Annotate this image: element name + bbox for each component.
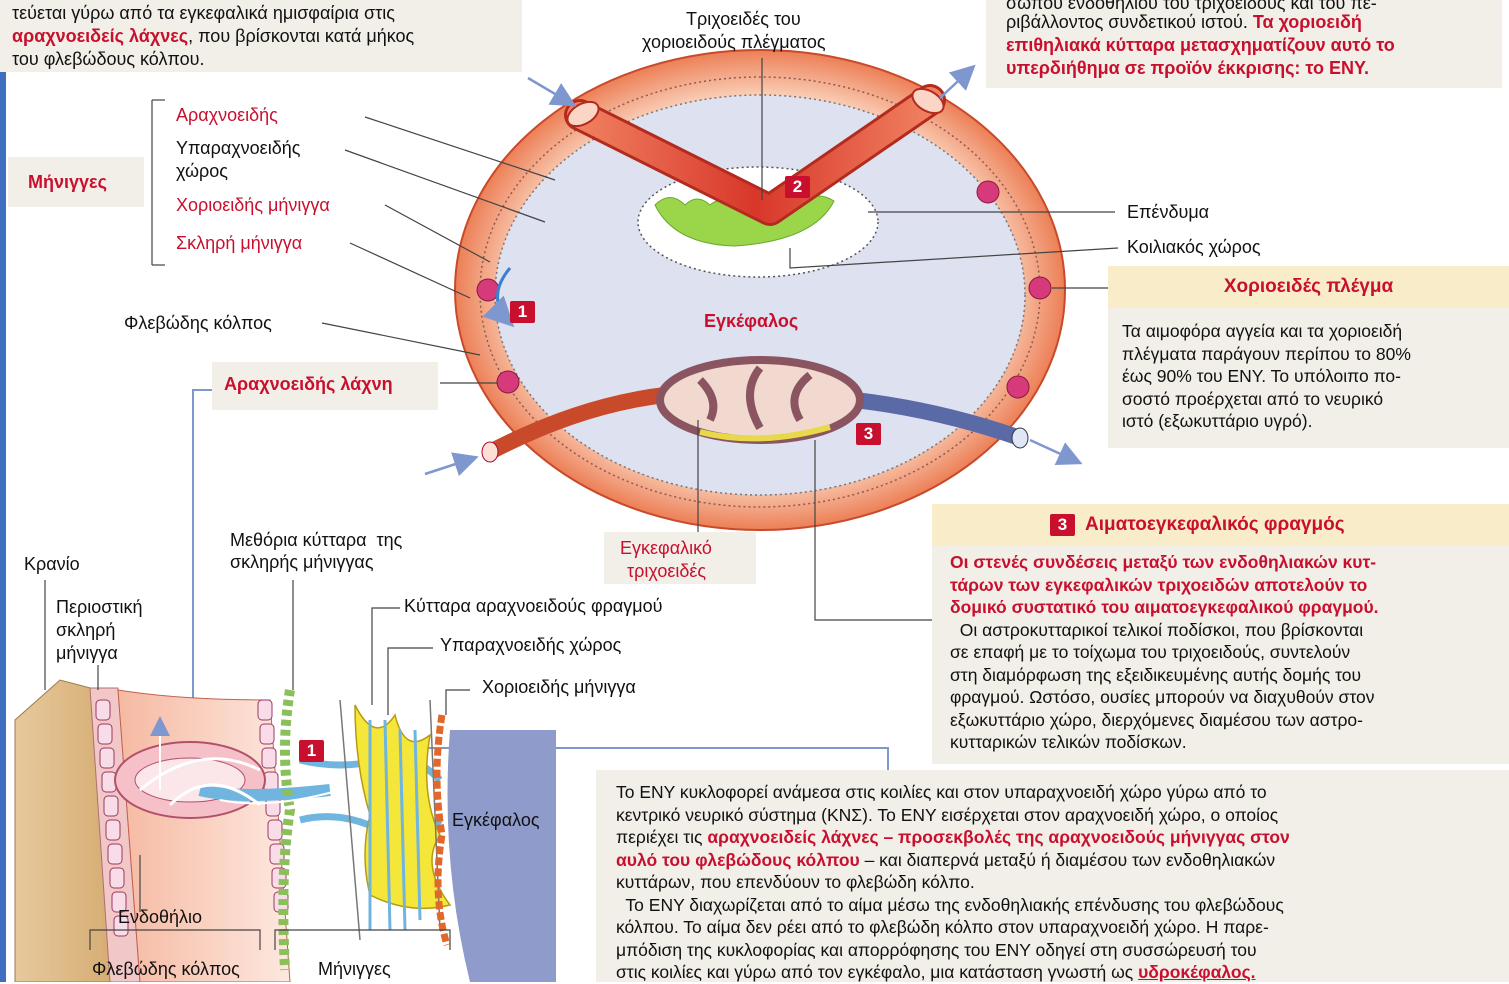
bottom-line: κυττάρων, που επενδύουν το φλεβώδη κόλπο…	[616, 871, 1506, 894]
bottom-line: περιέχει τις αραχνοειδείς λάχνες – προσε…	[616, 826, 1506, 849]
badge-1-lower: 1	[299, 740, 324, 762]
villus-detail-diagram	[15, 680, 556, 982]
label-pia: Χοριοειδής μήνιγγα	[176, 194, 330, 216]
label-brain-2: Εγκέφαλος	[452, 809, 540, 831]
label-venous-sinus-2: Φλεβώδης κόλπος	[92, 958, 240, 980]
bottom-line: Το ΕΝΥ κυκλοφορεί ανάμεσα στις κοιλίες κ…	[616, 781, 1506, 804]
bbb-box-header: 3 Αιματοεγκεφαλικός φραγμός	[932, 504, 1509, 546]
badge-2: 2	[785, 176, 810, 198]
bottom-line: αυλό του φλεβώδους κόλπου – και διαπερνά…	[616, 849, 1506, 872]
bbb-box-text: Οι στενές συνδέσεις μεταξύ των ενδοθηλια…	[950, 551, 1506, 754]
bottom-l9-black: στις κοιλίες και γύρω από τον εγκέφαλο, …	[616, 962, 1138, 982]
intro-left-rest: , που βρίσκονται κατά μήκος	[188, 26, 414, 46]
intro-left-line2: αραχνοειδείς λάχνες, που βρίσκονται κατά…	[12, 25, 414, 47]
bbb-line: κυτταρικών τελικών ποδίσκων.	[950, 731, 1506, 754]
label-arachnoid: Αραχνοειδής	[176, 104, 278, 126]
brain-meninges-diagram	[425, 50, 1078, 530]
label-skull: Κρανίο	[24, 553, 80, 575]
label-periosteal-3: μήνιγγα	[56, 642, 118, 664]
label-border-cells-2: σκληρής μήνιγγας	[230, 551, 374, 573]
bbb-line: στη διαμόρφωση της εξειδικευμένης αυτής …	[950, 664, 1506, 687]
label-brain-capillary-2: τριχοειδές	[627, 560, 706, 582]
bbb-line: φραγμού. Ωστόσο, ουσίες μπορούν να διαχυ…	[950, 686, 1506, 709]
label-periosteal-2: σκληρή	[56, 619, 115, 641]
choroid-line: Τα αιμοφόρα αγγεία και τα χοριοειδή	[1122, 320, 1504, 343]
intro-right-red: Τα χοριοειδή	[1248, 12, 1362, 32]
label-ependyma: Επένδυμα	[1127, 201, 1209, 223]
bbb-line: σε επαφή με το τοίχωμα του τριχοειδούς, …	[950, 641, 1506, 664]
choroid-box-text: Τα αιμοφόρα αγγεία και τα χοριοειδή πλέγ…	[1122, 320, 1504, 433]
bottom-line: κεντρικό νευρικό σύστημα (ΚΝΣ). Το ΕΝΥ ε…	[616, 804, 1506, 827]
bottom-line: Το ΕΝΥ διαχωρίζεται από το αίμα μέσω της…	[616, 894, 1506, 917]
label-pia-2: Χοριοειδής μήνιγγα	[482, 676, 636, 698]
choroid-box-header: Χοριοειδές πλέγμα	[1108, 266, 1509, 308]
choroid-line: ιστό (εξωκυττάριο υγρό).	[1122, 410, 1504, 433]
label-ventricle: Κοιλιακός χώρος	[1127, 236, 1261, 258]
intro-right-line4: υπερδιήθημα σε προϊόν έκκρισης: το ΕΝΥ.	[1006, 57, 1369, 79]
choroid-box-title: Χοριοειδές πλέγμα	[1224, 276, 1393, 297]
bottom-l4-black: – και διαπερνά μεταξύ ή διαμέσου των ενδ…	[860, 850, 1275, 870]
bbb-line: εξωκυττάριο χώρο, διερχόμενες διαμέσου τ…	[950, 709, 1506, 732]
intro-left-red: αραχνοειδείς λάχνες	[12, 26, 188, 46]
badge-1-upper: 1	[510, 301, 535, 323]
bottom-l4-red: αυλό του φλεβώδους κόλπου	[616, 850, 860, 870]
label-border-cells-1: Μεθόρια κύτταρα της	[230, 529, 402, 551]
label-periosteal-1: Περιοστική	[56, 596, 143, 618]
bbb-line: Οι αστροκυτταρικοί τελικοί ποδίσκοι, που…	[950, 619, 1506, 642]
bottom-line: μπόδιση της κυκλοφορίας και απορρόφησης …	[616, 939, 1506, 962]
intro-right-line3: επιθηλιακά κύτταρα μετασχηματίζουν αυτό …	[1006, 34, 1395, 56]
bottom-text: Το ΕΝΥ κυκλοφορεί ανάμεσα στις κοιλίες κ…	[616, 781, 1506, 984]
label-subarachnoid-1: Υπαραχνοειδής	[176, 137, 300, 159]
label-meninges-2: Μήνιγγες	[318, 958, 391, 980]
label-venous-sinus: Φλεβώδης κόλπος	[124, 312, 272, 334]
intro-right-black: ριβάλλοντος συνδετικού ιστού.	[1006, 12, 1248, 32]
label-brain-capillary-1: Εγκεφαλικό	[620, 537, 712, 559]
intro-left-line3: του φλεβώδους κόλπου.	[12, 48, 205, 70]
label-arachnoid-villus: Αραχνοειδής λάχνη	[224, 373, 393, 395]
badge-3-upper: 3	[856, 423, 881, 445]
label-capillary-plexus-2: χοριοειδούς πλέγματος	[642, 31, 826, 53]
label-meninges: Μήνιγγες	[28, 171, 107, 193]
label-barrier-cells: Κύτταρα αραχνοειδούς φραγμού	[404, 595, 663, 617]
connector-villus	[150, 390, 212, 745]
bottom-l9-red: υδροκέφαλος.	[1138, 962, 1255, 982]
label-capillary-plexus-1: Τριχοειδές του	[686, 8, 801, 30]
intro-right-line2: ριβάλλοντος συνδετικού ιστού. Τα χοριοει…	[1006, 11, 1362, 33]
bottom-line: κόλπου. Το αίμα δεν ρέει από το φλεβώδη …	[616, 916, 1506, 939]
label-subarachnoid-2: χώρος	[176, 160, 228, 182]
bottom-line: στις κοιλίες και γύρω από τον εγκέφαλο, …	[616, 961, 1506, 984]
bbb-red-line: τάρων των εγκεφαλικών τριχοειδών αποτελο…	[950, 574, 1506, 597]
bottom-l3-black: περιέχει τις	[616, 827, 707, 847]
bbb-box-title: Αιματοεγκεφαλικός φραγμός	[1085, 514, 1345, 535]
bbb-box-num: 3	[1050, 514, 1075, 536]
choroid-line: πλέγματα παράγουν περίπου το 80%	[1122, 343, 1504, 366]
bbb-red-line: δομικό συστατικό του αιματοεγκεφαλικού φ…	[950, 596, 1506, 619]
label-brain: Εγκέφαλος	[704, 310, 798, 332]
intro-left-line1: τεύεται γύρω από τα εγκεφαλικά ημισφαίρι…	[12, 2, 395, 24]
label-dura: Σκληρή μήνιγγα	[176, 232, 302, 254]
bottom-l3-red: αραχνοειδείς λάχνες – προσεκβολές της αρ…	[707, 827, 1289, 847]
bbb-red-line: Οι στενές συνδέσεις μεταξύ των ενδοθηλια…	[950, 551, 1506, 574]
label-subarachnoid-space: Υπαραχνοειδής χώρος	[440, 634, 621, 656]
choroid-line: έως 90% του ΕΝΥ. Το υπόλοιπο πο-	[1122, 365, 1504, 388]
choroid-line: σοστό προέρχεται από το νευρικό	[1122, 388, 1504, 411]
label-endothelium: Ενδοθήλιο	[118, 906, 202, 928]
